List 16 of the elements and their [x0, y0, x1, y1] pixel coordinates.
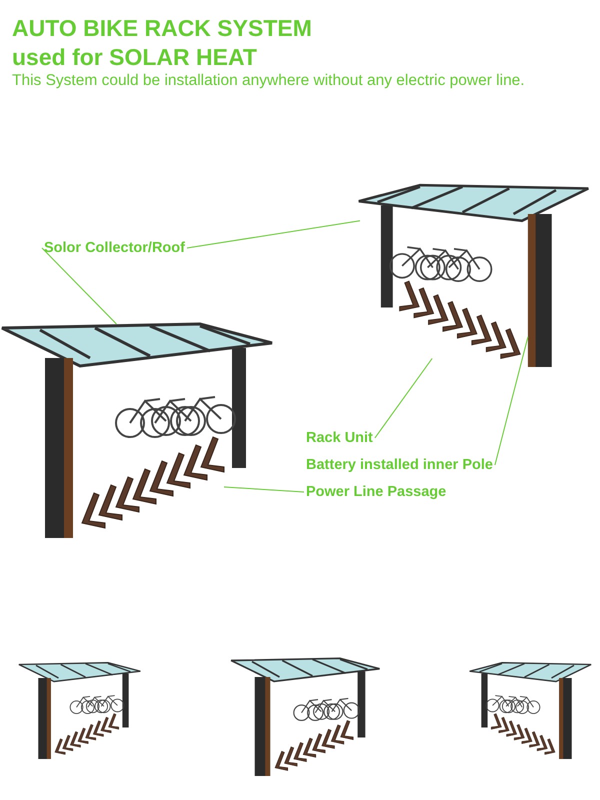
pole	[528, 214, 552, 367]
bike-rack	[81, 436, 224, 529]
part-label: Battery installed inner Pole	[306, 457, 493, 473]
part-label: Power Line Passage	[306, 484, 446, 500]
leader-line	[374, 358, 433, 438]
leader-line	[42, 248, 117, 324]
part-label: Rack Unit	[306, 430, 373, 446]
leader-line	[494, 336, 528, 466]
roof-panel	[358, 184, 590, 222]
title: AUTO BIKE RACK SYSTEM used for SOLAR HEAT	[12, 14, 313, 72]
bike-rack	[399, 280, 521, 360]
part-label: Solor Collector/Roof	[44, 240, 185, 256]
leader-line	[186, 220, 360, 248]
subtitle: This System could be installation anywhere without any electric power line.	[12, 72, 525, 90]
leader-line	[224, 486, 304, 492]
roof-panel	[0, 322, 274, 368]
